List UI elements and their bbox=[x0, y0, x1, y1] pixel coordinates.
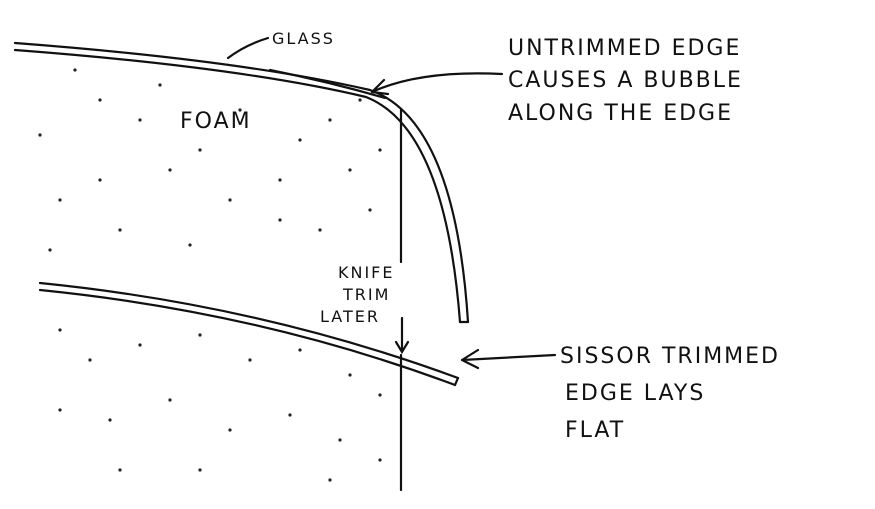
foam-dot bbox=[88, 358, 92, 362]
untrimmed-label-line3: ALONG THE EDGE bbox=[508, 101, 733, 126]
foam-dot bbox=[288, 413, 292, 417]
foam-dot bbox=[228, 198, 232, 202]
foam-dot bbox=[378, 458, 382, 462]
foam-dot bbox=[168, 168, 172, 172]
foam-dot bbox=[298, 138, 302, 142]
foam-dot bbox=[358, 98, 362, 102]
foam-dot bbox=[158, 83, 162, 87]
foam-dot bbox=[348, 373, 352, 377]
foam-dot bbox=[38, 133, 42, 137]
foam-dot bbox=[228, 428, 232, 432]
knife-label-line1: KNIFE bbox=[338, 263, 395, 282]
foam-texture bbox=[38, 68, 382, 482]
foam-dot bbox=[118, 228, 122, 232]
knife-label-line2: TRIM bbox=[342, 285, 390, 304]
sissor-label-line2: EDGE LAYS bbox=[565, 381, 705, 406]
untrimmed-arrow bbox=[370, 72, 504, 96]
foam-dot bbox=[198, 468, 202, 472]
sissor-label-line1: SISSOR TRIMMED bbox=[560, 344, 780, 369]
foam-dot bbox=[98, 98, 102, 102]
foam-dot bbox=[248, 358, 252, 362]
untrimmed-label-line2: CAUSES A BUBBLE bbox=[508, 68, 743, 93]
untrimmed-label-line1: UNTRIMMED EDGE bbox=[508, 36, 741, 61]
foam-dot bbox=[328, 478, 332, 482]
trimmed-glass-sheet bbox=[38, 281, 460, 387]
foam-dot bbox=[378, 148, 382, 152]
foam-dot bbox=[338, 438, 342, 442]
foam-dot bbox=[188, 243, 192, 247]
foam-dot bbox=[168, 398, 172, 402]
foam-dot bbox=[238, 108, 242, 112]
foam-dot bbox=[108, 418, 112, 422]
sissor-arrow bbox=[460, 348, 557, 370]
foam-dot bbox=[58, 408, 62, 412]
foam-dot bbox=[378, 393, 382, 397]
glass-label: GLASS bbox=[272, 29, 335, 48]
foam-dot bbox=[118, 468, 122, 472]
foam-dot bbox=[138, 118, 142, 122]
foam-dot bbox=[298, 348, 302, 352]
foam-dot bbox=[368, 208, 372, 212]
knife-arrow bbox=[394, 316, 410, 355]
glass-leader-line bbox=[226, 36, 270, 60]
foam-label: FOAM bbox=[180, 109, 252, 134]
foam-dot bbox=[58, 328, 62, 332]
foam-dot bbox=[348, 168, 352, 172]
foam-dot bbox=[278, 218, 282, 222]
foam-dot bbox=[48, 248, 52, 252]
foam-dot bbox=[318, 228, 322, 232]
foam-dot bbox=[138, 343, 142, 347]
foam-dot bbox=[198, 148, 202, 152]
knife-label-line3: LATER bbox=[320, 307, 380, 326]
foam-dot bbox=[328, 118, 332, 122]
foam-dot bbox=[198, 333, 202, 337]
foam-dot bbox=[58, 198, 62, 202]
untrimmed-glass-sheet bbox=[13, 41, 470, 324]
sissor-label-line3: FLAT bbox=[565, 418, 625, 443]
foam-dot bbox=[98, 178, 102, 182]
foam-dot bbox=[73, 68, 77, 72]
foam-dot bbox=[278, 178, 282, 182]
